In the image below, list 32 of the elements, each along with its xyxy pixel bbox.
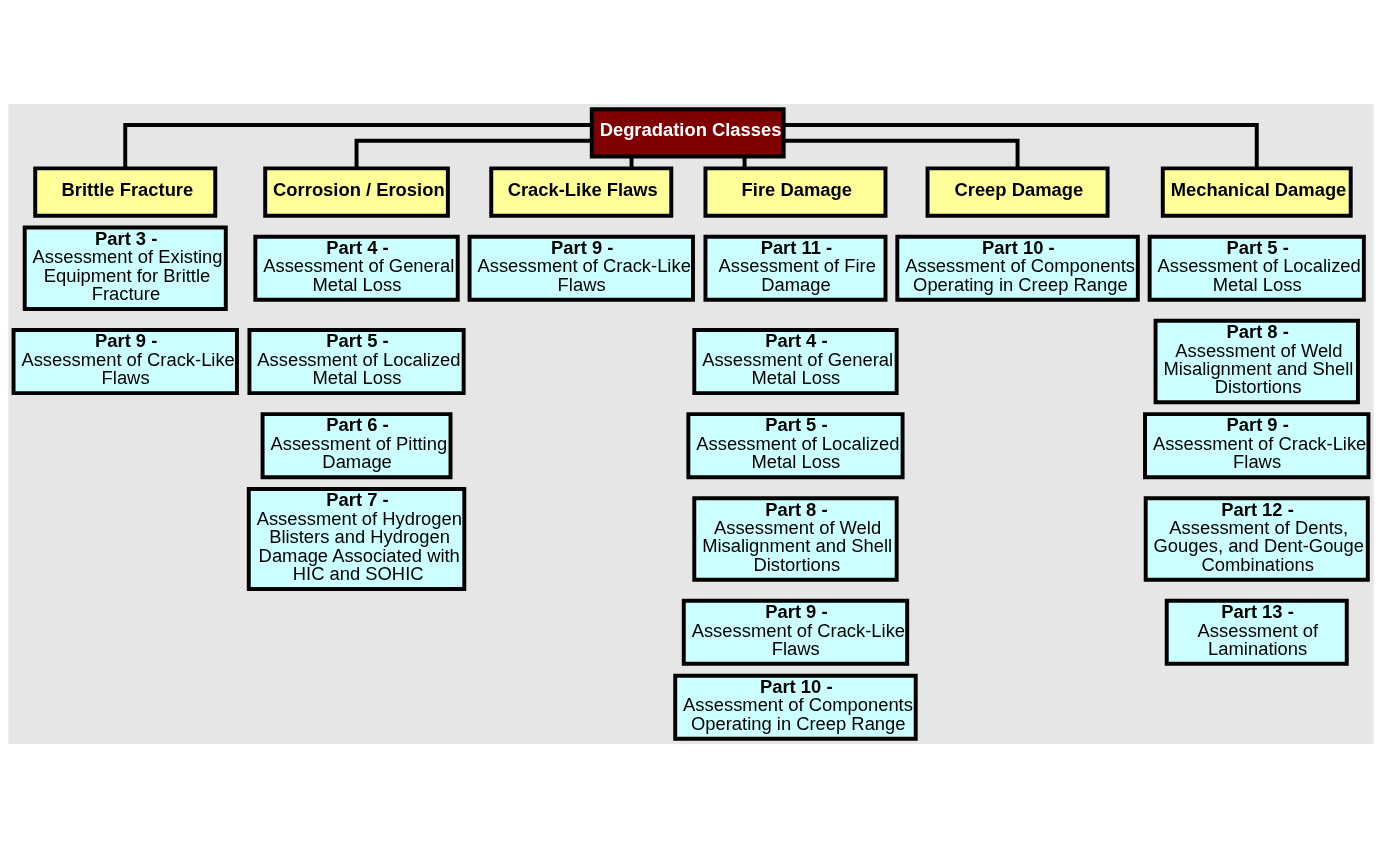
node-box: Part 3 - Assessment of Existing Equipment for Brittle Fracture — [22, 225, 228, 311]
node-box: Part 9 - Assessment of Crack-Like Flaws — [11, 328, 239, 396]
node-box: Degradation Classes — [589, 107, 786, 159]
node-box: Part 13 - Assessment of Laminations — [1164, 598, 1349, 666]
connector — [354, 138, 592, 169]
node-box: Fire Damage — [703, 166, 888, 218]
connector — [742, 156, 747, 169]
node-box: Part 10 - Assessment of Components Operating in Creep Range — [895, 234, 1140, 302]
node-box: Part 8 - Assessment of Weld Misalignment and Shell Distortions — [1153, 318, 1360, 405]
node-box: Part 5 - Assessment of Localized Metal Loss — [247, 328, 466, 396]
node-box: Part 5 - Assessment of Localized Metal Loss — [1147, 234, 1366, 302]
connector — [123, 123, 592, 169]
node-box: Creep Damage — [925, 166, 1110, 218]
node-box: Part 9 - Assessment of Crack-Like Flaws — [467, 234, 695, 302]
node-box: Corrosion / Erosion — [263, 166, 450, 218]
node-box: Brittle Fracture — [33, 166, 218, 218]
node-box: Part 5 - Assessment of Localized Metal Loss — [686, 412, 905, 480]
node-box: Part 10 - Assessment of Components Operating in Creep Range — [673, 673, 918, 741]
connector — [784, 138, 1020, 169]
node-box: Part 6 - Assessment of Pitting Damage — [260, 412, 453, 480]
node-box: Crack-Like Flaws — [489, 166, 674, 218]
node-box: Part 12 - Assessment of Dents, Gouges, and Dent-Gouge Combinations — [1143, 496, 1370, 582]
node-box: Part 8 - Assessment of Weld Misalignment and Shell Distortions — [692, 496, 899, 582]
node-box: Part 11 - Assessment of Fire Damage — [703, 234, 888, 302]
node-box: Mechanical Damage — [1160, 166, 1353, 218]
connector — [784, 123, 1259, 169]
node-box: Part 4 - Assessment of General Metal Loss — [253, 234, 460, 302]
node-box: Part 7 - Assessment of Hydrogen Blisters and Hydrogen Damage Associated with HIC and SOHIC — [246, 487, 467, 591]
node-box: Part 9 - Assessment of Crack-Like Flaws — [681, 598, 910, 666]
node-box: Part 4 - Assessment of General Metal Loss — [692, 328, 899, 396]
node-box: Part 9 - Assessment of Crack-Like Flaws — [1143, 412, 1371, 480]
connector — [629, 156, 634, 169]
